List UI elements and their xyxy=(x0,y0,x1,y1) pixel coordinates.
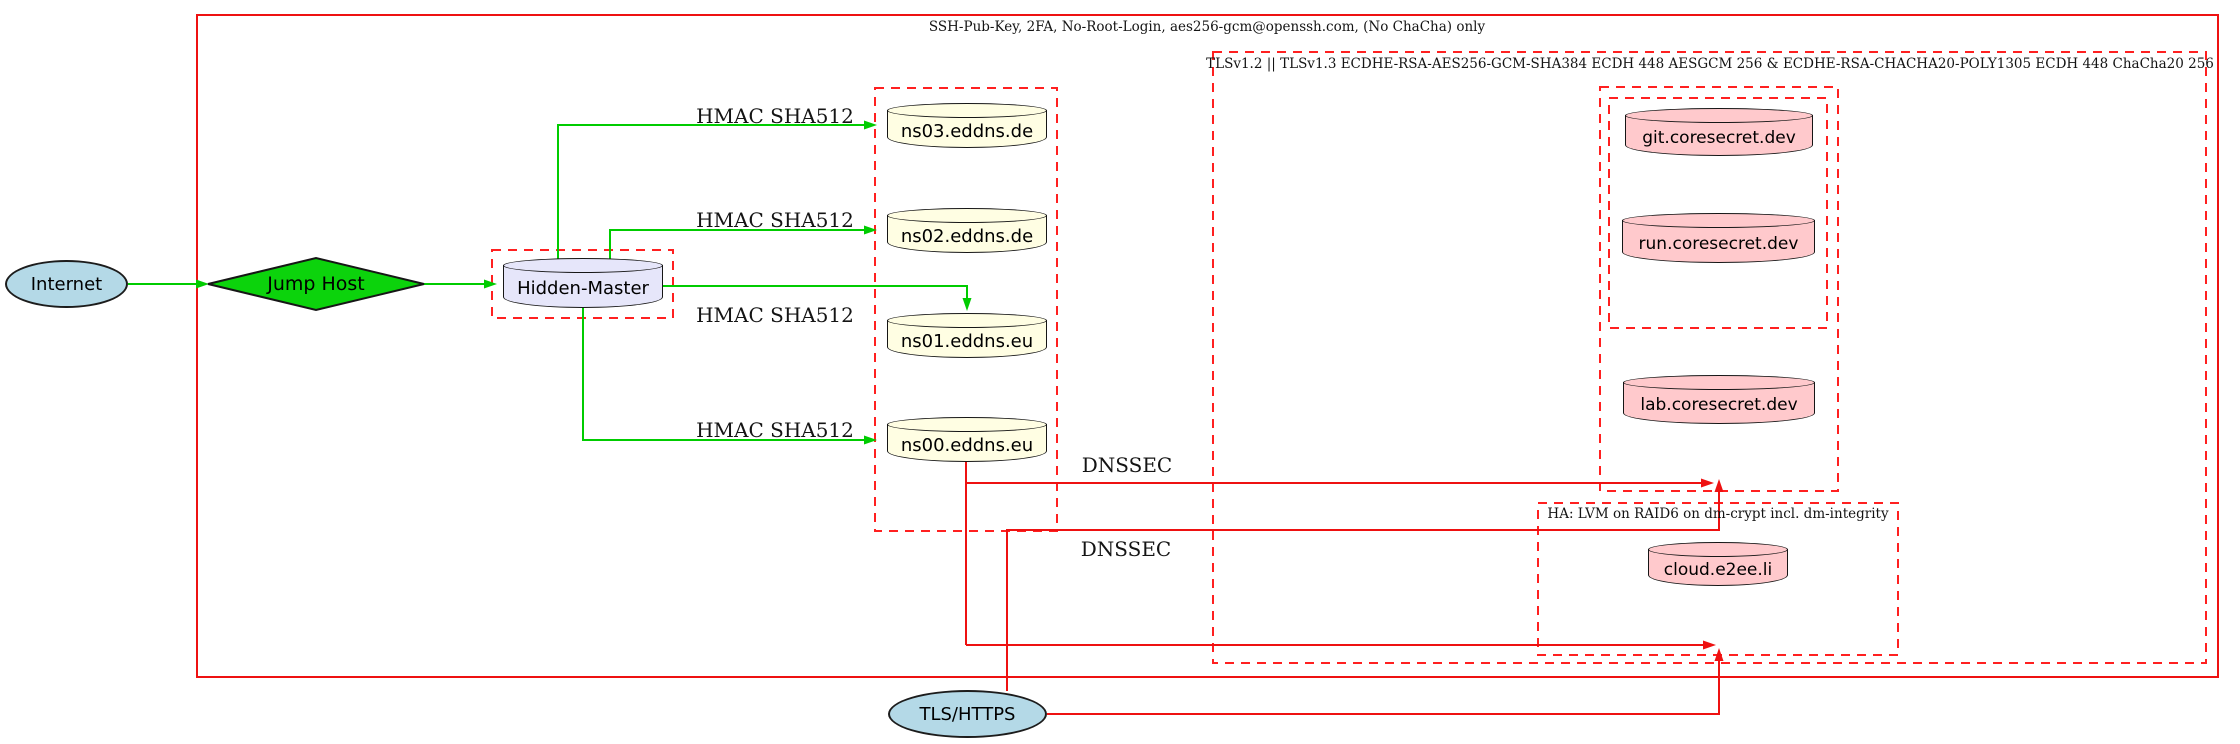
node-hidden-master-label: Hidden-Master xyxy=(517,278,649,299)
node-tls-https: TLS/HTTPS xyxy=(888,690,1047,738)
edge-label-hmac-ns03: HMAC SHA512 xyxy=(696,104,854,128)
node-run-label: run.coresecret.dev xyxy=(1638,233,1799,254)
arrowhead-ns03 xyxy=(864,120,877,130)
node-internet-label: Internet xyxy=(30,273,103,295)
cluster-nameservers-box xyxy=(874,87,1058,532)
edge-tls-coresecret xyxy=(1006,492,1720,691)
cylinder-top xyxy=(887,103,1047,118)
red-arrowheads xyxy=(1701,478,1724,661)
cluster-ha-title: HA: LVM on RAID6 on dm-crypt incl. dm-in… xyxy=(1547,506,1889,522)
node-ns03-label: ns03.eddns.de xyxy=(900,120,1034,142)
edge-label-hmac-ns00: HMAC SHA512 xyxy=(696,418,854,442)
cluster-tls-box xyxy=(1212,51,2207,664)
arrowhead-ns02 xyxy=(864,225,877,235)
node-run: run.coresecret.dev xyxy=(1622,213,1815,263)
edge-hiddenmaster-ns00 xyxy=(582,306,864,441)
edge-label-dnssec-1: DNSSEC xyxy=(1081,453,1173,477)
arrowhead-hiddenmaster xyxy=(484,279,497,289)
cylinder-top xyxy=(887,417,1047,432)
edge-label-hmac-ns01: HMAC SHA512 xyxy=(696,303,854,327)
node-lab-label: lab.coresecret.dev xyxy=(1640,395,1798,415)
cluster-ssh-box xyxy=(196,14,2219,678)
edge-hiddenmaster-ns03 xyxy=(557,124,864,262)
node-lab: lab.coresecret.dev xyxy=(1623,375,1815,424)
arrowhead-dnssec-coresecret xyxy=(1701,478,1714,488)
cylinder-top xyxy=(1625,108,1813,123)
edge-hiddenmaster-ns01 xyxy=(663,285,968,298)
green-edges xyxy=(128,124,968,441)
edge-hiddenmaster-ns02 xyxy=(609,229,864,262)
green-arrowheads xyxy=(196,120,972,445)
cylinder-top xyxy=(1622,213,1815,228)
node-ns00: ns00.eddns.eu xyxy=(887,417,1047,462)
node-git-label: git.coresecret.dev xyxy=(1642,127,1796,148)
cluster-tls-title: TLSv1.2 || TLSv1.3 ECDHE-RSA-AES256-GCM-… xyxy=(1206,56,2214,72)
edge-label-dnssec-2: DNSSEC xyxy=(1080,537,1172,561)
cylinder-top xyxy=(1648,542,1788,557)
cylinder-top xyxy=(887,208,1047,223)
cylinder-top xyxy=(887,313,1047,328)
node-jump-host-diamond xyxy=(207,256,425,312)
edge-tls-ha xyxy=(1047,661,1720,715)
arrowhead-ns01 xyxy=(962,298,972,311)
node-ns03: ns03.eddns.de xyxy=(887,103,1047,148)
node-ns01: ns01.eddns.eu xyxy=(887,313,1047,358)
node-cloud: cloud.e2ee.li xyxy=(1648,542,1788,586)
arrowhead-dnssec-ha xyxy=(1703,640,1716,650)
node-ns00-label: ns00.eddns.eu xyxy=(900,434,1034,456)
edge-label-hmac-ns02: HMAC SHA512 xyxy=(696,208,854,232)
node-hidden-master: Hidden-Master xyxy=(503,258,663,308)
node-internet: Internet xyxy=(5,260,128,308)
arrowhead-tls-ha xyxy=(1714,648,1724,661)
arrowhead-tls-coresecret xyxy=(1714,479,1724,492)
cylinder-top xyxy=(1623,375,1815,390)
node-ns01-label: ns01.eddns.eu xyxy=(900,330,1034,352)
arrowhead-jumphost xyxy=(196,279,209,289)
arrowhead-ns00 xyxy=(864,435,877,445)
cylinder-top xyxy=(503,258,663,273)
node-tls-https-label: TLS/HTTPS xyxy=(919,703,1016,725)
node-ns02-label: ns02.eddns.de xyxy=(900,225,1034,247)
node-jump-host-label: Jump Host xyxy=(267,273,365,295)
node-ns02: ns02.eddns.de xyxy=(887,208,1047,253)
node-cloud-label: cloud.e2ee.li xyxy=(1663,559,1773,580)
red-edges xyxy=(965,459,1720,715)
node-git: git.coresecret.dev xyxy=(1625,108,1813,156)
cluster-ssh-title: SSH-Pub-Key, 2FA, No-Root-Login, aes256-… xyxy=(928,19,1486,35)
